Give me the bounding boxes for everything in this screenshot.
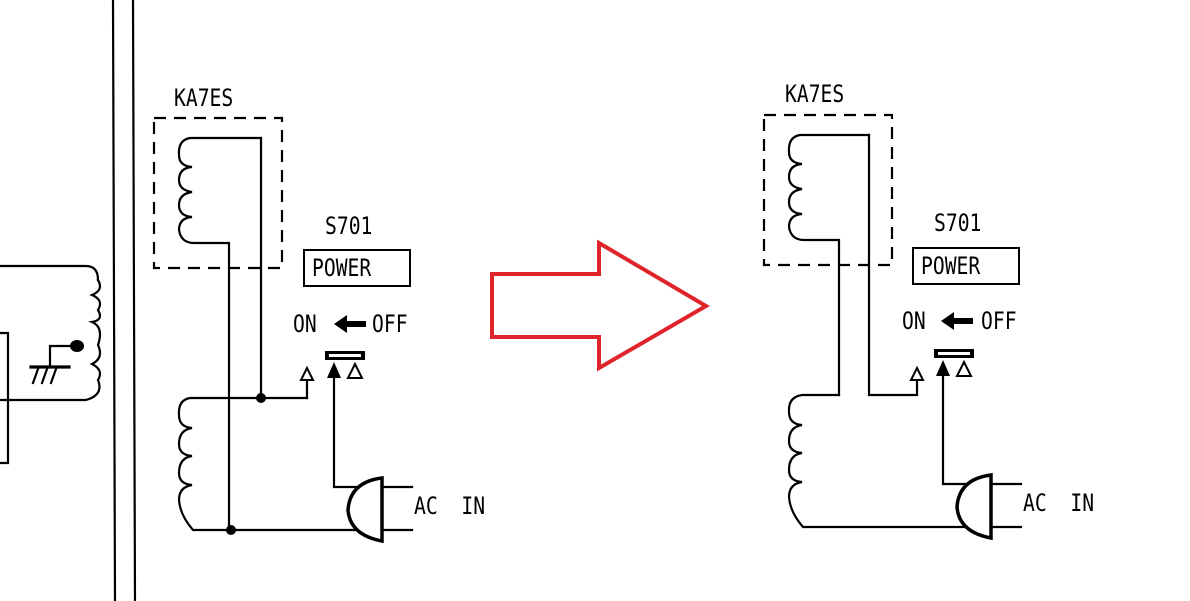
after-relay-return xyxy=(867,133,919,397)
before-relay-box xyxy=(152,116,284,270)
page-divider xyxy=(111,0,137,601)
before-power-box xyxy=(303,249,411,287)
after-lower-coil xyxy=(787,393,969,529)
after-switch-name: POWER xyxy=(921,252,981,280)
after-left-arrow-icon xyxy=(941,312,973,330)
ground-icon xyxy=(29,344,79,385)
after-circuit xyxy=(762,113,1023,541)
before-off-label: OFF xyxy=(372,310,408,338)
before-on-label: ON xyxy=(293,310,317,338)
after-ac-plug-icon xyxy=(955,473,1023,541)
before-ac-label: AC IN xyxy=(414,492,486,520)
left-box-edge xyxy=(0,331,10,465)
before-ac-plug-icon xyxy=(346,476,414,544)
after-off-label: OFF xyxy=(981,307,1017,335)
before-switch-ref: S701 xyxy=(325,212,373,240)
before-circuit xyxy=(152,116,414,544)
left-transformer-coil xyxy=(0,278,102,402)
after-relay-box xyxy=(762,113,894,267)
before-relay-coil xyxy=(177,136,263,530)
transition-arrow-icon xyxy=(490,239,710,372)
before-lower-coil xyxy=(177,396,358,532)
before-power-switch xyxy=(299,351,365,489)
before-switch-name: POWER xyxy=(312,254,372,282)
after-relay-label: KA7ES xyxy=(785,80,845,108)
after-relay-coil xyxy=(787,133,871,397)
left-partial-circuit xyxy=(0,264,102,465)
after-power-box xyxy=(912,247,1020,285)
after-switch-ref: S701 xyxy=(934,209,982,237)
before-relay-label: KA7ES xyxy=(174,84,234,112)
before-left-arrow-icon xyxy=(334,315,366,333)
after-ac-label: AC IN xyxy=(1023,489,1095,517)
after-power-switch xyxy=(909,349,974,486)
left-top-wire xyxy=(0,264,100,282)
after-on-label: ON xyxy=(902,307,926,335)
